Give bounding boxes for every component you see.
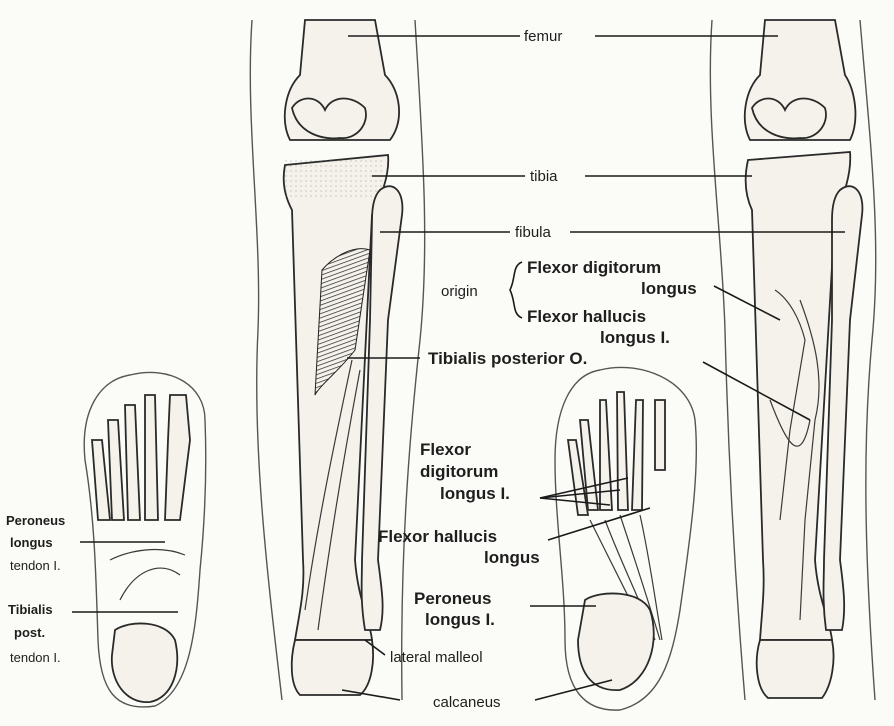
label-origin: origin <box>441 283 478 300</box>
left-foot-calcaneus <box>112 623 177 702</box>
center-leg-skin-left <box>250 20 282 700</box>
center-foot-calcaneus <box>578 593 654 690</box>
right-leg <box>710 20 875 700</box>
label-calcaneus: calcaneus <box>433 694 501 711</box>
label-fhl-origin-line2: longus I. <box>600 328 670 347</box>
center-foot-metatarsal-3 <box>632 400 643 510</box>
left-foot-metatarsal-2 <box>145 395 158 520</box>
label-peroneus-right-line1: Peroneus <box>414 589 491 608</box>
label-fhl-origin-line1: Flexor hallucis <box>527 307 646 326</box>
label-peroneus-left-line1: Peroneus <box>6 513 65 528</box>
label-tibia: tibia <box>530 168 558 185</box>
label-fdl-origin-line2: longus <box>641 279 697 298</box>
center-leg <box>250 20 424 700</box>
left-foot-metatarsal-4 <box>108 420 124 520</box>
label-peroneus-left-line3: tendon I. <box>10 558 61 573</box>
label-lateral-malleol: lateral malleol <box>390 649 483 666</box>
left-foot-tendon-2 <box>120 568 180 600</box>
label-fdl-insertion-line3: longus I. <box>440 484 510 503</box>
label-fdl-insertion-line1: Flexor <box>420 440 471 459</box>
left-foot-hallux <box>165 395 190 520</box>
right-leg-skin-right <box>860 20 876 700</box>
center-foot <box>555 367 696 710</box>
right-calcaneus <box>757 640 834 698</box>
center-calcaneus <box>292 640 373 695</box>
label-tibialis-left-line3: tendon I. <box>10 650 61 665</box>
label-femur: femur <box>524 28 562 45</box>
label-fhl-insertion-line1: Flexor hallucis <box>378 527 497 546</box>
label-tibialis-posterior: Tibialis posterior O. <box>428 349 587 368</box>
left-foot-metatarsal-5 <box>92 440 110 520</box>
label-fibula: fibula <box>515 224 552 241</box>
origin-brace <box>510 262 522 318</box>
center-foot-hallux <box>655 400 665 470</box>
label-peroneus-left-line2: longus <box>10 535 53 550</box>
label-tibialis-left-line2: post. <box>14 625 45 640</box>
label-fhl-insertion-line2: longus <box>484 548 540 567</box>
right-leg-skin-left <box>710 20 745 700</box>
center-tibia-head-texture <box>285 160 385 200</box>
label-fdl-origin-line1: Flexor digitorum <box>527 258 661 277</box>
center-foot-metatarsal-1 <box>600 400 612 510</box>
center-foot-metatarsal-2 <box>617 392 628 510</box>
label-peroneus-right-line2: longus I. <box>425 610 495 629</box>
left-foot <box>84 372 206 707</box>
label-fdl-insertion-line2: digitorum <box>420 462 498 481</box>
left-foot-tendon-1 <box>110 550 185 560</box>
left-foot-metatarsal-3 <box>125 405 140 520</box>
label-tibialis-left-line1: Tibialis <box>8 602 53 617</box>
fhl-insertion-leader <box>548 508 650 540</box>
calcaneus-leader-right <box>535 680 612 700</box>
